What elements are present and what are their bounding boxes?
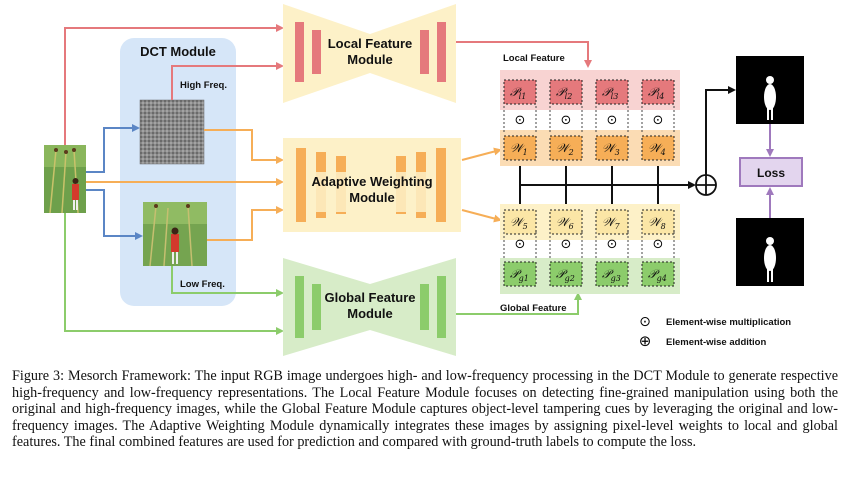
weight-cell: 𝒲6 [549, 209, 583, 235]
svg-text:𝒲8: 𝒲8 [648, 215, 666, 231]
loss-label: Loss [757, 166, 785, 180]
loss-box [739, 157, 803, 187]
high-frequency-image [139, 99, 205, 165]
weight-cell: 𝒲8 [641, 209, 675, 235]
cell-subscript: g2 [565, 274, 575, 283]
cell-symbol: 𝒲 [648, 215, 664, 229]
local-module-line1: Local Feature [328, 36, 413, 51]
adaptive-weighting-module: Adaptive Weighting Module [283, 138, 461, 232]
add-to-prediction-arrow [705, 86, 736, 175]
cell-subscript: 4 [660, 148, 666, 157]
cell-subscript: 7 [615, 222, 621, 231]
input-image [44, 145, 86, 214]
svg-text:𝒲3: 𝒲3 [602, 141, 620, 157]
global-module-line2: Module [347, 306, 393, 321]
global-feature-label: Global Feature [500, 303, 567, 314]
low-to-adaptive-arrow [207, 206, 284, 241]
svg-text:𝒲7: 𝒲7 [602, 215, 621, 231]
odot-symbol: ⊙ [515, 237, 526, 252]
cell-subscript: l2 [565, 92, 573, 101]
cell-symbol: 𝒲 [510, 215, 526, 229]
adaptive-output-top-arrow [461, 147, 502, 161]
high-freq-label: High Freq. [180, 80, 227, 91]
ground-truth-mask [736, 218, 804, 286]
odot-symbol: ⊙ [607, 113, 618, 128]
odot-symbol: ⊙ [653, 237, 664, 252]
local-cell: 𝒫l1 [503, 79, 537, 105]
dct-module-title: DCT Module [140, 44, 216, 59]
low-frequency-image [143, 202, 207, 267]
cell-subscript: g1 [519, 274, 529, 283]
global-feature-module: Global Feature Module [283, 258, 456, 356]
local-cell: 𝒫l3 [595, 79, 629, 105]
svg-text:𝒲6: 𝒲6 [556, 215, 574, 231]
cell-symbol: 𝒲 [510, 141, 526, 155]
cell-subscript: l1 [519, 92, 527, 101]
odot-symbol: ⊙ [561, 113, 572, 128]
framework-diagram: DCT Module High Freq. Low Freq. [44, 4, 804, 356]
odot-symbol: ⊙ [653, 113, 664, 128]
legend-add-label: Element-wise addition [666, 337, 766, 348]
global-cell: 𝒫g4 [641, 261, 675, 287]
combine-lines [519, 166, 696, 204]
svg-text:𝒲2: 𝒲2 [556, 141, 574, 157]
global-cell: 𝒫g2 [549, 261, 583, 287]
weight-cell: 𝒲1 [503, 135, 537, 161]
adaptive-module-line2: Module [349, 190, 395, 205]
high-to-adaptive-arrow [204, 129, 284, 164]
cell-symbol: 𝒲 [556, 141, 572, 155]
local-feature-label: Local Feature [503, 53, 565, 64]
local-feature-module: Local Feature Module [283, 4, 456, 103]
cell-subscript: 1 [523, 148, 528, 157]
adaptive-output-bottom-arrow [461, 209, 502, 223]
local-module-line2: Module [347, 52, 393, 67]
weight-cell: 𝒲2 [549, 135, 583, 161]
legend-add-symbol: ⊕ [639, 332, 652, 350]
input-to-low-arrow [86, 189, 143, 240]
legend: ⊙ Element-wise multiplication ⊕ Element-… [639, 314, 792, 350]
cell-subscript: 5 [523, 222, 528, 231]
weight-cell: 𝒲5 [503, 209, 537, 235]
cell-subscript: 6 [569, 222, 574, 231]
cell-subscript: l3 [611, 92, 619, 101]
adaptive-module-line1: Adaptive Weighting [311, 174, 432, 189]
svg-text:𝒲5: 𝒲5 [510, 215, 528, 231]
global-cell: 𝒫g1 [503, 261, 537, 287]
cell-subscript: 3 [615, 148, 620, 157]
svg-text:𝒲4: 𝒲4 [648, 141, 666, 157]
cell-symbol: 𝒲 [602, 141, 618, 155]
cell-subscript: 8 [661, 222, 666, 231]
local-cell: 𝒫l2 [549, 79, 583, 105]
local-cell: 𝒫l4 [641, 79, 675, 105]
odot-symbol: ⊙ [561, 237, 572, 252]
global-module-line1: Global Feature [324, 290, 415, 305]
svg-text:𝒲1: 𝒲1 [510, 141, 528, 157]
weight-cell: 𝒲4 [641, 135, 675, 161]
prediction-mask [736, 56, 804, 124]
figure-caption: Figure 3: Mesorch Framework: The input R… [12, 368, 838, 451]
odot-symbol: ⊙ [607, 237, 618, 252]
cell-subscript: 2 [568, 148, 574, 157]
weight-cell: 𝒲7 [595, 209, 629, 235]
low-freq-label: Low Freq. [180, 279, 225, 290]
local-output-arrow [456, 41, 592, 68]
high-to-local-arrow [171, 62, 284, 100]
low-to-global-arrow [171, 266, 284, 297]
cell-symbol: 𝒲 [556, 215, 572, 229]
cell-symbol: 𝒲 [648, 141, 664, 155]
input-to-high-arrow [86, 124, 140, 173]
odot-symbol: ⊙ [515, 113, 526, 128]
cell-symbol: 𝒲 [602, 215, 618, 229]
input-to-local-arrow [64, 24, 284, 145]
global-output-arrow [456, 292, 582, 315]
weight-cell: 𝒲3 [595, 135, 629, 161]
legend-mult-label: Element-wise multiplication [666, 317, 791, 328]
global-cell: 𝒫g3 [595, 261, 629, 287]
legend-mult-symbol: ⊙ [639, 314, 651, 330]
input-to-global-arrow [64, 213, 284, 335]
cell-subscript: l4 [657, 92, 665, 101]
cell-subscript: g3 [611, 274, 621, 283]
cell-subscript: g4 [657, 274, 667, 283]
